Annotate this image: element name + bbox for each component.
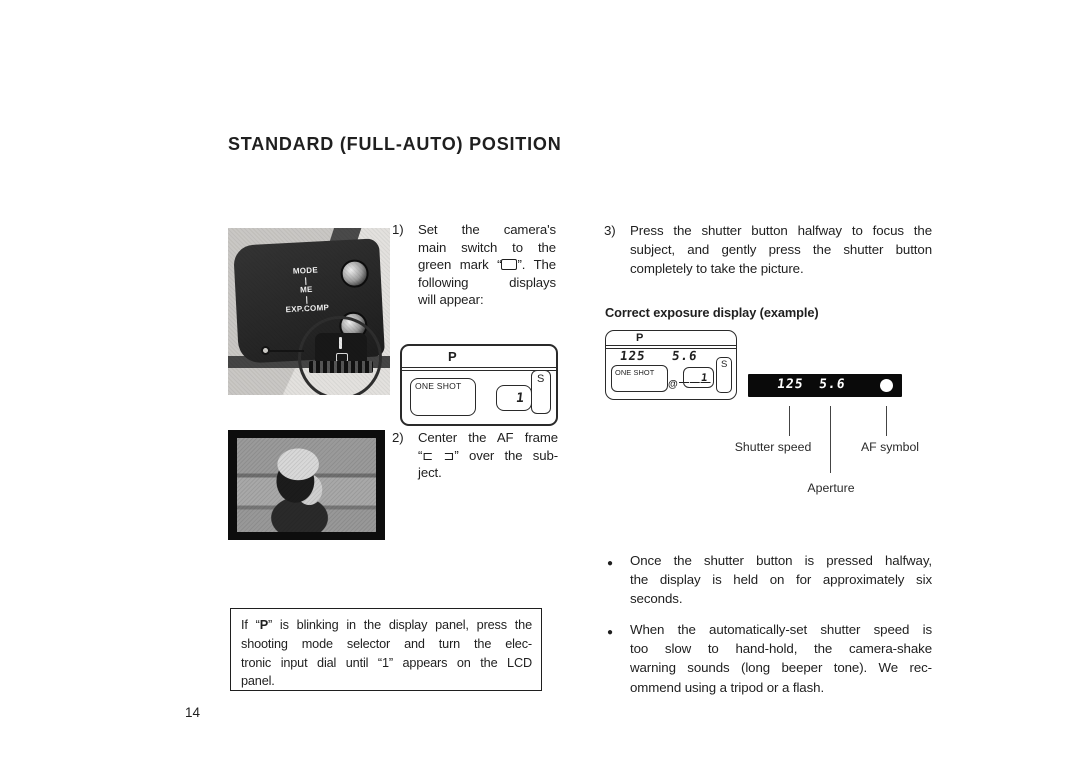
lcd-panel-initial: P ONE SHOT 1 S xyxy=(400,344,558,426)
viewfinder-display-bar: 125 5.6 xyxy=(748,374,902,397)
lcd-separator xyxy=(402,367,556,371)
one-shot-box: ONE SHOT xyxy=(611,365,668,392)
one-shot-box: ONE SHOT xyxy=(410,378,476,416)
aperture-readout: 5.6 xyxy=(671,348,699,363)
camera-strap xyxy=(310,228,364,308)
af-symbol-label: AF symbol xyxy=(860,440,920,454)
exposure-icon: @ xyxy=(668,379,678,390)
mode-button xyxy=(339,258,370,289)
mode-indicator: P xyxy=(448,349,457,364)
frame-counter-box: 1 xyxy=(496,385,532,411)
viewfinder-aperture: 5.6 xyxy=(818,377,847,392)
dial-knurling xyxy=(309,361,373,373)
step-2-text: Center the AF frame“⊏ ⊐” over the sub-je… xyxy=(418,430,558,481)
step-3-text: Press the shutter button halfway to focu… xyxy=(630,223,932,277)
single-shot-indicator: S xyxy=(721,359,728,370)
frame-counter-box: 1 xyxy=(683,367,714,388)
step-3: 3) Press the shutter button halfway to f… xyxy=(604,221,936,279)
one-shot-label: ONE SHOT xyxy=(615,368,655,377)
subject-portrait xyxy=(237,438,376,532)
one-shot-label: ONE SHOT xyxy=(415,381,462,391)
lcd-panel-exposure: P 125 5.6 ONE SHOT @ — — — 1 S xyxy=(605,330,737,400)
camera-front-edge xyxy=(228,356,390,368)
me-label: ME xyxy=(299,284,313,295)
bullet-icon: ● xyxy=(607,558,613,569)
divider-bar: | xyxy=(305,294,309,304)
viewfinder-subject-photo xyxy=(228,430,385,540)
exposure-example-heading: Correct exposure display (example) xyxy=(605,305,819,320)
callout-line-af-symbol xyxy=(886,406,888,436)
green-mark-on-dial xyxy=(336,353,348,362)
camera-body: MODE | ME | EXP.COMP xyxy=(233,238,385,364)
af-in-focus-dot xyxy=(880,379,893,392)
callout-line-aperture xyxy=(830,406,832,473)
bold-p: P xyxy=(259,618,268,632)
exposure-scale-dashes: — — — xyxy=(679,377,711,388)
mode-label: MODE xyxy=(292,265,319,276)
viewfinder-shutter-speed: 125 xyxy=(776,377,805,392)
green-mark-icon xyxy=(501,259,518,271)
bullet-icon: ● xyxy=(607,627,613,638)
shutter-speed-readout: 125 xyxy=(619,348,647,363)
step-1-number: 1) xyxy=(392,222,404,237)
step-1-glyph-line: green mark “”. The xyxy=(418,257,557,273)
page-title: STANDARD (FULL-AUTO) POSITION xyxy=(228,134,562,154)
exp-comp-button xyxy=(338,310,369,341)
frame-counter: 1 xyxy=(515,391,526,406)
note-line-1: If “P” is blinking in the display panel,… xyxy=(241,618,532,632)
shutter-speed-label: Shutter speed xyxy=(734,440,812,454)
step-2-number: 2) xyxy=(392,430,404,445)
single-shot-box: S xyxy=(716,357,732,393)
p-blinking-note-box: If “P” is blinking in the display panel,… xyxy=(230,608,542,691)
lcd-mode-band: P xyxy=(402,346,556,367)
camera-top-view-photo: MODE | ME | EXP.COMP xyxy=(228,228,390,395)
lcd-mode-band: P xyxy=(606,331,736,345)
bullet-note-camera-shake: ● When the automatically-set shutter spe… xyxy=(604,620,936,697)
lcd-separator xyxy=(606,345,736,349)
callout-pointer-line xyxy=(270,350,304,352)
callout-line-shutter-speed xyxy=(789,406,791,436)
exp-comp-label: EXP.COMP xyxy=(285,302,330,315)
bullet-text: When the automatically-set shutter speed… xyxy=(630,622,932,695)
callout-pointer-ring xyxy=(261,346,270,355)
step-3-number: 3) xyxy=(604,223,616,238)
bullet-note-display-hold: ● Once the shutter button is pressed hal… xyxy=(604,551,936,609)
note-text: shooting mode selector and turn the elec… xyxy=(241,636,532,689)
aperture-label: Aperture xyxy=(807,481,855,495)
camera-panel-labels: MODE | ME | EXP.COMP xyxy=(270,264,342,315)
main-switch-dial xyxy=(315,333,367,363)
bullet-text: Once the shutter button is pressed halfw… xyxy=(630,553,932,607)
dial-index-mark xyxy=(339,337,342,349)
divider-bar: | xyxy=(304,275,308,285)
frame-counter: 1 xyxy=(699,372,709,384)
single-shot-box: S xyxy=(531,370,551,414)
main-switch-highlight-circle xyxy=(298,316,382,395)
single-shot-indicator: S xyxy=(537,373,545,385)
step-2: 2) Center the AF frame“⊏ ⊐” over the sub… xyxy=(392,429,562,482)
page-number: 14 xyxy=(185,705,201,720)
mode-indicator: P xyxy=(636,332,644,344)
